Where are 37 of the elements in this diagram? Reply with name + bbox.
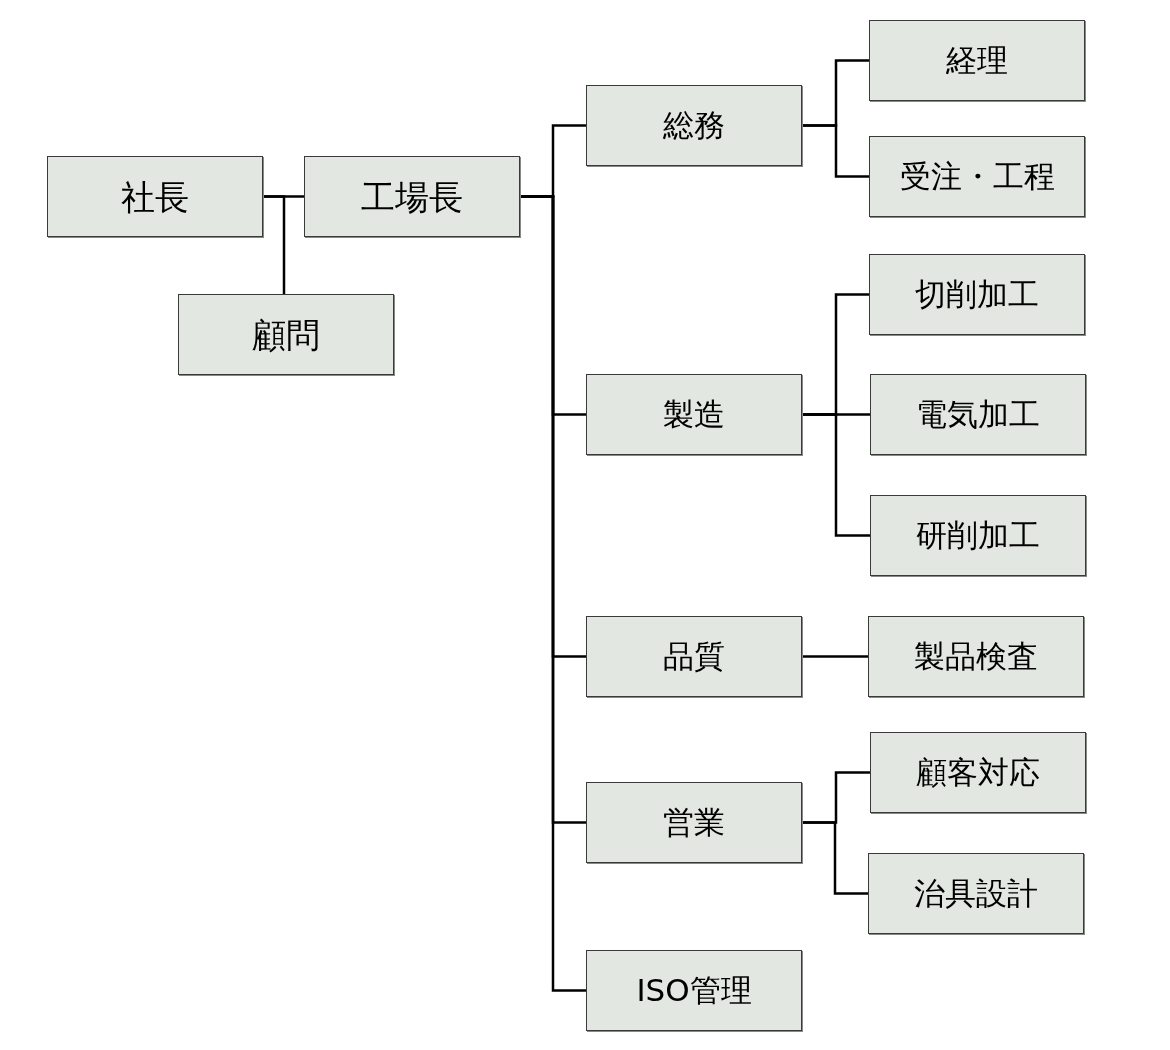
box-label: 電気加工: [916, 399, 1040, 430]
box-label: 顧客対応: [916, 757, 1040, 788]
box-label: 製品検査: [914, 641, 1038, 672]
org-box: [586, 85, 802, 166]
connector-line: [802, 413, 870, 537]
org-box: [870, 732, 1086, 813]
box-label: 受注・工程: [899, 161, 1055, 192]
connector-line: [802, 655, 868, 658]
box-label: 製造: [663, 399, 725, 430]
org-box: [869, 20, 1085, 101]
org-box: [178, 294, 394, 375]
connector-line: [263, 195, 286, 294]
org-box: [868, 616, 1084, 697]
box-label: 研削加工: [916, 520, 1040, 551]
org-box: [304, 156, 520, 237]
connector-line: [802, 124, 869, 178]
box-label: 顧問: [252, 317, 320, 352]
org-box: [869, 136, 1085, 217]
box-label: 品質: [663, 641, 725, 672]
box-label: 総務: [663, 110, 725, 141]
box-label: 切削加工: [915, 279, 1039, 310]
box-label: 社長: [121, 179, 189, 214]
org-box: [870, 374, 1086, 455]
box-label: 治具設計: [914, 878, 1038, 909]
box-label: 経理: [946, 45, 1008, 76]
connector-line: [802, 821, 868, 895]
org-box: [586, 374, 802, 455]
box-label: 工場長: [361, 179, 463, 214]
org-box: [47, 156, 263, 237]
org-box: [586, 950, 802, 1031]
org-box: [870, 495, 1086, 576]
box-label: ISO管理: [636, 975, 752, 1006]
org-box: [586, 782, 802, 863]
box-label: 営業: [663, 807, 725, 838]
org-box: [586, 616, 802, 697]
org-box: [869, 254, 1085, 335]
org-box: [868, 853, 1084, 934]
